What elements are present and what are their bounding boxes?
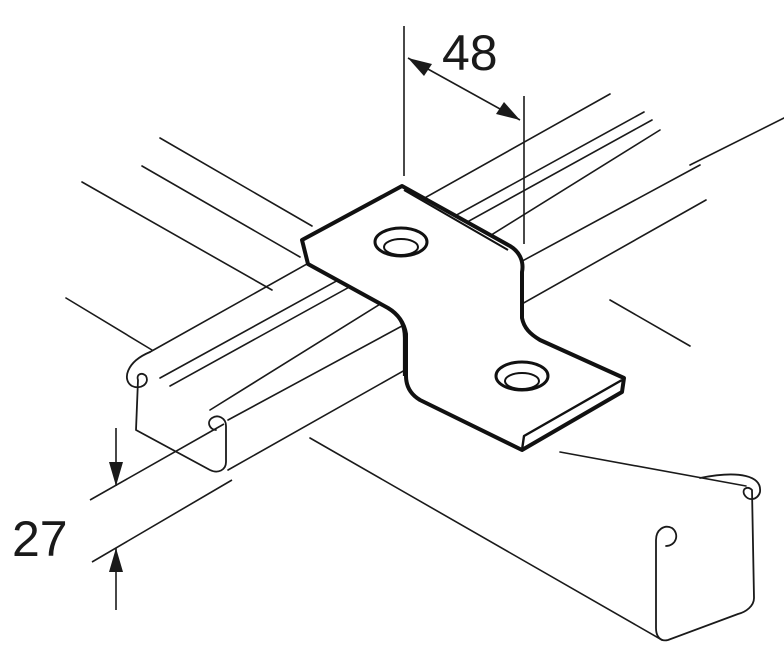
arrow-head	[408, 58, 432, 76]
bolt-hole-lower	[494, 360, 550, 392]
dimension-width	[403, 26, 525, 244]
lower-channel-line	[159, 137, 313, 227]
lower-channel-profile	[655, 473, 761, 642]
extension-line	[89, 423, 225, 501]
bolt-hole-upper	[373, 226, 429, 258]
upper-channel-profile	[126, 351, 227, 473]
bracket-edge	[301, 189, 509, 265]
lower-channel-line	[141, 165, 301, 258]
bracket-bend-edge	[387, 307, 406, 376]
dimension-height	[89, 423, 233, 610]
bracket-thickness-edge	[520, 378, 623, 451]
dimension-width-label: 48	[442, 25, 498, 81]
lower-channel-line	[81, 181, 273, 291]
extension-line	[91, 479, 233, 563]
lower-channel	[65, 137, 747, 641]
z-bracket	[300, 184, 626, 452]
arrow-head	[109, 548, 123, 572]
lower-channel-line	[609, 299, 691, 347]
arrow-head	[496, 102, 520, 120]
bracket-plate	[300, 184, 626, 452]
lower-channel-line	[65, 297, 153, 351]
dimension-height-label: 27	[12, 511, 68, 567]
lower-channel-line	[309, 437, 663, 641]
arrow-head	[109, 462, 123, 486]
lower-channel-line	[559, 451, 747, 487]
upper-channel-rail	[689, 117, 784, 166]
